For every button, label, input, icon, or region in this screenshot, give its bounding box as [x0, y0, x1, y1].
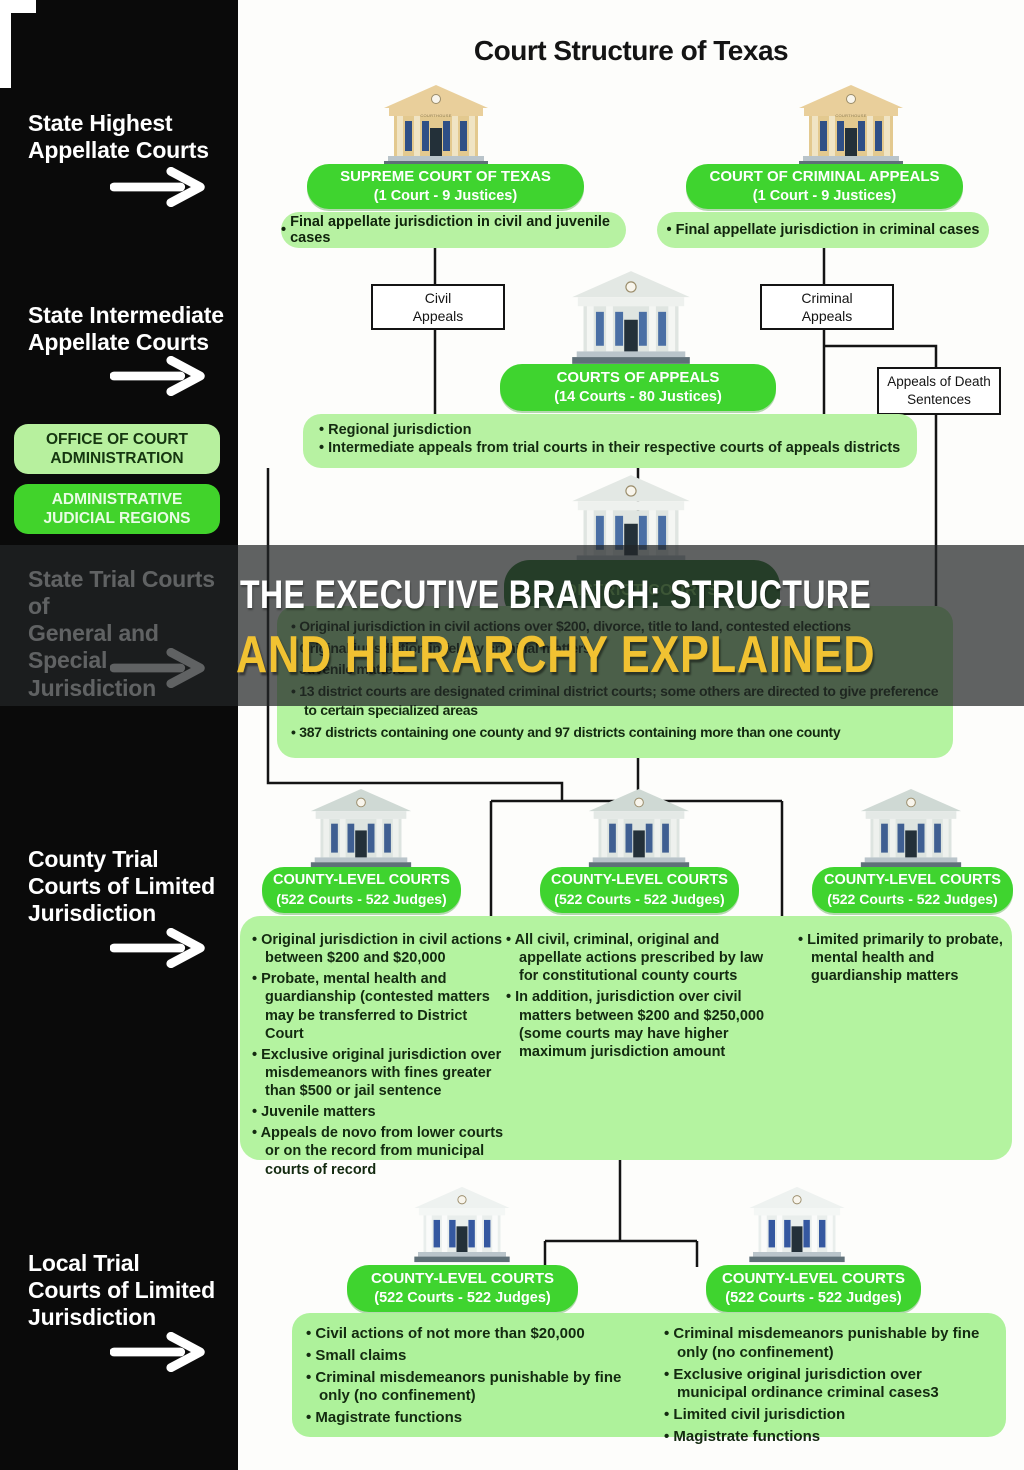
article-title-line1: THE EXECUTIVE BRANCH: STRUCTURE [240, 573, 872, 617]
administrative-judicial-regions-box: ADMINISTRATIVE JUDICIAL REGIONS [14, 484, 220, 534]
right-arrow-icon [110, 928, 218, 968]
article-title-overlay: THE EXECUTIVE BRANCH: STRUCTURE AND HIER… [0, 545, 1024, 706]
criminal-appeals-bullet-box: Final appellate jurisdiction in criminal… [657, 212, 989, 248]
corner-notch [0, 0, 11, 88]
criminal-appeals-label-box: Criminal Appeals [760, 284, 894, 330]
county-bullets-column-1: Original jurisdiction in civil actions b… [252, 928, 504, 1182]
sidebar: State Highest Appellate Courts State Int… [0, 0, 238, 1470]
county-level-courts-pill: COUNTY-LEVEL COURTS (522 Courts - 522 Ju… [347, 1265, 578, 1312]
supreme-court-bullet-box: Final appellate jurisdiction in civil an… [281, 212, 626, 248]
article-title-line2: AND HIERARCHY EXPLAINED [236, 626, 876, 684]
county-level-courts-pill: COUNTY-LEVEL COURTS (522 Courts - 522 Ju… [706, 1265, 921, 1312]
courthouse-icon [302, 788, 420, 869]
right-arrow-icon [110, 1332, 218, 1372]
sidebar-label-intermediate-appellate: State Intermediate Appellate Courts [28, 302, 224, 356]
courthouse-icon [742, 1183, 852, 1266]
local-bullets-column-1: Civil actions of not more than $20,000 S… [306, 1322, 636, 1431]
courthouse-icon: COURTHOUSE [375, 84, 497, 168]
right-arrow-icon [110, 167, 218, 207]
county-bullets-column-2: All civil, criminal, original and appell… [506, 928, 772, 1064]
appeals-of-death-sentences-box: Appeals of Death Sentences [877, 367, 1001, 415]
courthouse-icon: COURTHOUSE [790, 84, 912, 168]
page-title: Court Structure of Texas [473, 34, 789, 66]
courthouse-icon [580, 788, 698, 869]
county-level-courts-pill: COUNTY-LEVEL COURTS (522 Courts - 522 Ju… [812, 867, 1013, 913]
sidebar-label-county-trial: County Trial Courts of Limited Jurisdict… [28, 846, 215, 927]
courthouse-icon [852, 788, 970, 869]
courthouse-icon [562, 270, 700, 365]
right-arrow-icon [110, 356, 218, 396]
local-bullets-column-2: Criminal misdemeanors punishable by fine… [664, 1322, 994, 1450]
courthouse-icon [407, 1183, 517, 1266]
supreme-court-pill: SUPREME COURT OF TEXAS (1 Court - 9 Just… [307, 164, 584, 209]
court-of-criminal-appeals-pill: COURT OF CRIMINAL APPEALS (1 Court - 9 J… [686, 164, 963, 209]
sidebar-label-local-trial: Local Trial Courts of Limited Jurisdicti… [28, 1250, 215, 1331]
county-level-courts-pill: COUNTY-LEVEL COURTS (522 Courts - 522 Ju… [540, 867, 739, 913]
courts-of-appeals-bullet-box: Regional jurisdiction Intermediate appea… [303, 414, 917, 468]
county-bullets-column-3: Limited primarily to probate, mental hea… [798, 928, 1004, 988]
office-of-court-administration-box: OFFICE OF COURT ADMINISTRATION [14, 424, 220, 474]
courts-of-appeals-pill: COURTS OF APPEALS (14 Courts - 80 Justic… [500, 364, 776, 411]
sidebar-label-highest-appellate: State Highest Appellate Courts [28, 110, 209, 164]
county-level-courts-pill: COUNTY-LEVEL COURTS (522 Courts - 522 Ju… [262, 867, 461, 913]
civil-appeals-label-box: Civil Appeals [371, 284, 505, 330]
